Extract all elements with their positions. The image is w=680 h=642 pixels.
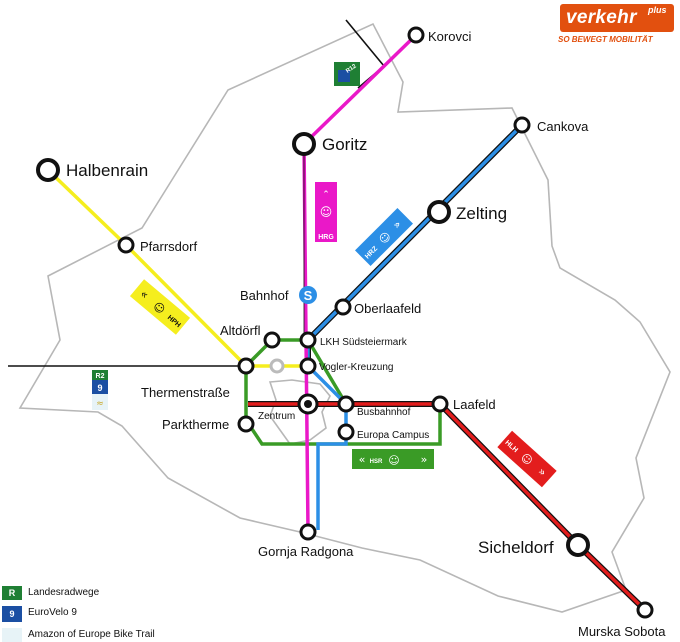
- station-laafeld[interactable]: [431, 395, 449, 413]
- stations: [36, 26, 654, 619]
- label-voegler: Vogler-Kreuzung: [319, 362, 394, 373]
- logo-plus: plus: [648, 5, 667, 15]
- label-parktherme: Parktherme: [162, 417, 229, 432]
- station-busbahnhof[interactable]: [337, 395, 355, 413]
- label-murska-sobota: Murska Sobota: [578, 624, 666, 639]
- svg-text:HRG: HRG: [318, 234, 334, 241]
- badge-hph: « ☺ HPH: [129, 279, 191, 335]
- station-zentrum[interactable]: [297, 393, 319, 415]
- border-line-north: [345, 19, 385, 67]
- badge-hrz: » ☺ HRZ: [355, 208, 413, 266]
- svg-text:≈: ≈: [96, 399, 104, 409]
- badge-hlh: HLH ☺ »: [497, 430, 557, 488]
- label-goritz: Goritz: [322, 135, 367, 154]
- station-altdoerfl[interactable]: [263, 331, 281, 349]
- station-gornja-radgona[interactable]: [299, 523, 317, 541]
- district-border: [18, 22, 671, 613]
- label-busbahnhof: Busbahnhof: [357, 407, 411, 418]
- svg-text:HSR: HSR: [370, 459, 383, 465]
- station-labels: Korovci Goritz Cankova Halbenrain Zeltin…: [66, 29, 666, 639]
- station-korovci[interactable]: [407, 26, 425, 44]
- badge-hsr: « HSR ☺ »: [352, 449, 434, 469]
- svg-text:⌃: ⌃: [322, 190, 330, 200]
- verkehrplus-logo: verkehr plus SO BEWEGT MOBILITÄT: [556, 2, 676, 46]
- label-europa-campus: Europa Campus: [357, 430, 429, 441]
- station-europa-campus[interactable]: [337, 423, 355, 441]
- svg-text:☺: ☺: [320, 205, 333, 219]
- sbahn-icon: S: [299, 286, 317, 304]
- station-unnamed-gray[interactable]: [269, 358, 285, 374]
- label-gornja-radgona: Gornja Radgona: [258, 544, 354, 559]
- label-thermenstrasse: Thermenstraße: [141, 385, 230, 400]
- svg-text:☺: ☺: [388, 454, 399, 467]
- station-sicheldorf[interactable]: [566, 533, 590, 557]
- label-lkh: LKH Südsteiermark: [320, 337, 408, 348]
- station-parktherme[interactable]: [237, 415, 255, 433]
- blue-line: [305, 122, 525, 530]
- label-zentrum: Zentrum: [258, 411, 295, 422]
- logo-wordmark: verkehr: [566, 7, 637, 28]
- label-zelting: Zelting: [456, 204, 507, 223]
- eurovelo-badge: 9: [2, 606, 22, 622]
- label-halbenrain: Halbenrain: [66, 161, 148, 180]
- svg-text:«: «: [359, 453, 366, 466]
- label-bahnhof: Bahnhof: [240, 288, 289, 303]
- svg-text:R12: R12: [345, 63, 358, 75]
- station-pfarrsdorf[interactable]: [117, 236, 135, 254]
- svg-text:»: »: [421, 453, 428, 466]
- station-halbenrain[interactable]: [36, 158, 60, 182]
- badge-r12: R12: [334, 62, 360, 86]
- station-murska-sobota[interactable]: [636, 601, 654, 619]
- svg-text:R2: R2: [96, 373, 105, 380]
- label-sicheldorf: Sicheldorf: [478, 538, 554, 557]
- label-laafeld: Laafeld: [453, 397, 496, 412]
- station-cankova[interactable]: [513, 116, 531, 134]
- svg-text:S: S: [304, 288, 313, 303]
- label-cankova: Cankova: [537, 119, 589, 134]
- station-zelting[interactable]: [427, 200, 451, 224]
- logo-slogan: SO BEWEGT MOBILITÄT: [558, 35, 653, 44]
- label-oberlaafeld: Oberlaafeld: [354, 301, 421, 316]
- map-legend: R Landesradwege 9 EuroVelo 9 Amazon of E…: [2, 586, 222, 642]
- station-oberlaafeld[interactable]: [334, 298, 352, 316]
- legend-label: EuroVelo 9: [28, 607, 77, 618]
- label-korovci: Korovci: [428, 29, 471, 44]
- station-thermenstrasse[interactable]: [237, 357, 255, 375]
- station-goritz[interactable]: [292, 132, 316, 156]
- label-pfarrsdorf: Pfarrsdorf: [140, 239, 197, 254]
- landesradwege-badge: R: [2, 586, 22, 600]
- logo-box: [560, 4, 674, 32]
- station-lkh[interactable]: [299, 331, 317, 349]
- svg-text:9: 9: [97, 383, 102, 393]
- amazon-trail-badge: [2, 628, 22, 642]
- station-voegler[interactable]: [299, 357, 317, 375]
- label-altdoerfl: Altdörfl: [220, 323, 261, 338]
- badge-r2: R2 9 ≈: [92, 370, 108, 410]
- legend-label: Amazon of Europe Bike Trail: [28, 629, 155, 640]
- legend-label: Landesradwege: [28, 587, 100, 598]
- badge-hrg: ⌃ ☺ HRG: [315, 182, 337, 242]
